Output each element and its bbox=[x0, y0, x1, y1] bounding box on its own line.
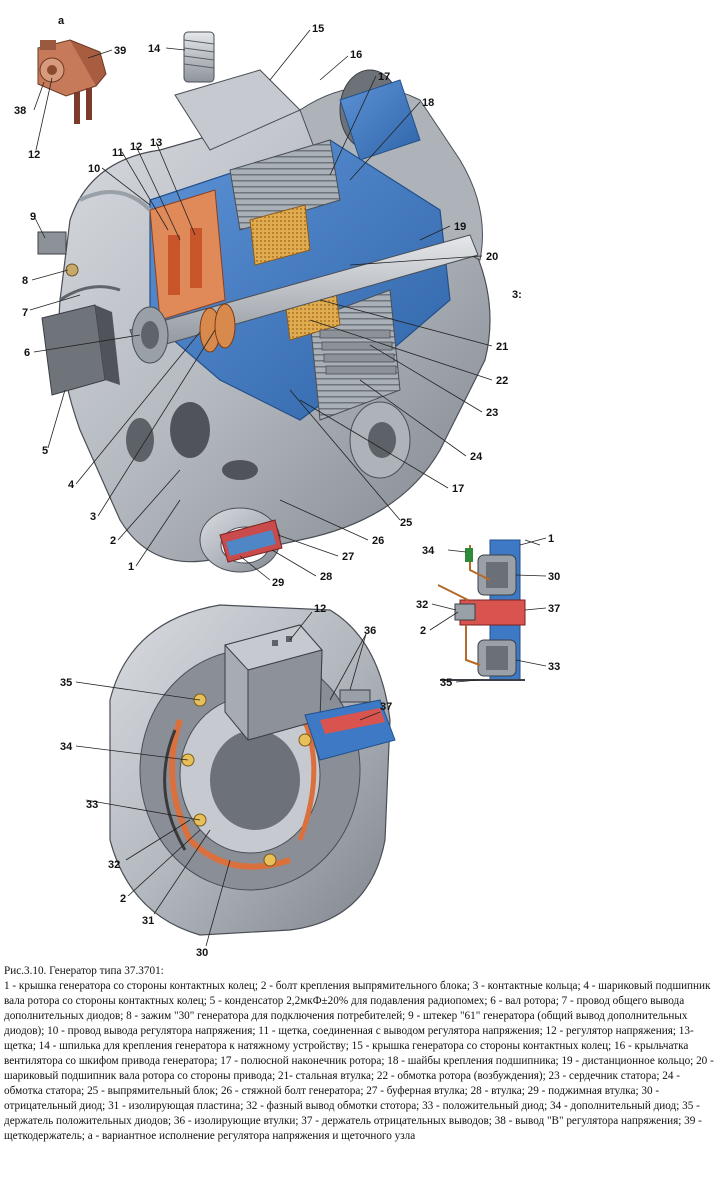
callout-11: 11 bbox=[112, 147, 124, 159]
callout-1-detail: 1 bbox=[548, 533, 554, 545]
callout-12-bottom: 12 bbox=[314, 603, 326, 615]
callout-17: 17 bbox=[378, 71, 390, 83]
callout-15: 15 bbox=[312, 23, 324, 35]
callout-2-bottom: 2 bbox=[120, 893, 126, 905]
callout-2: 2 bbox=[110, 535, 116, 547]
figure-caption: Рис.3.10. Генератор типа 37.3701: 1 - кр… bbox=[4, 964, 716, 1144]
callout-35-detail: 35 bbox=[440, 677, 452, 689]
callout-14: 14 bbox=[148, 43, 161, 55]
callout-32-detail: 32 bbox=[416, 599, 428, 611]
callout-26: 26 bbox=[372, 535, 384, 547]
callout-5: 5 bbox=[42, 445, 48, 457]
callout-9: 9 bbox=[30, 211, 36, 223]
rectifier-section-detail bbox=[437, 539, 541, 681]
callout-7: 7 bbox=[22, 307, 28, 319]
callout-24: 24 bbox=[470, 451, 483, 463]
callout-28: 28 bbox=[320, 571, 332, 583]
callout-25: 25 bbox=[400, 517, 412, 529]
callout-1: 1 bbox=[128, 561, 134, 573]
callout-3: 3 bbox=[90, 511, 96, 523]
callout-21: 21 bbox=[496, 341, 508, 353]
callout-22: 22 bbox=[496, 375, 508, 387]
callout-19: 19 bbox=[454, 221, 466, 233]
callout-32-bottom: 32 bbox=[108, 859, 120, 871]
callout-38-variant: 38 bbox=[14, 105, 26, 117]
callout-17-lower: 17 bbox=[452, 483, 464, 495]
callout-39-variant: 39 bbox=[114, 45, 126, 57]
callout-30-bottom: 30 bbox=[196, 947, 208, 959]
callout-10: 10 bbox=[88, 163, 100, 175]
callout-30-detail: 30 bbox=[548, 571, 560, 583]
callout-33-bottom: 33 bbox=[86, 799, 98, 811]
callout-33-detail: 33 bbox=[548, 661, 560, 673]
callout-2-detail: 2 bbox=[420, 625, 426, 637]
generator-diagram: а bbox=[14, 15, 560, 959]
callout-34-detail: 34 bbox=[422, 545, 435, 557]
callout-31: 31 bbox=[142, 915, 154, 927]
leader-lines bbox=[29, 29, 547, 947]
callout-12-main: 12 bbox=[130, 141, 142, 153]
callout-4: 4 bbox=[68, 479, 75, 491]
variant-label: а bbox=[58, 15, 65, 27]
callout-8: 8 bbox=[22, 275, 28, 287]
callout-36: 36 bbox=[364, 625, 376, 637]
callout-23: 23 bbox=[486, 407, 498, 419]
variant-brush-holder: а bbox=[37, 15, 107, 124]
caption-title: Рис.3.10. Генератор типа 37.3701: bbox=[4, 965, 164, 977]
callout-29: 29 bbox=[272, 577, 284, 589]
caption-legend: 1 - крышка генератора со стороны контакт… bbox=[4, 980, 714, 1142]
callout-12-variant: 12 bbox=[28, 149, 40, 161]
rear-cover-interior bbox=[109, 604, 396, 936]
callout-6: 6 bbox=[24, 347, 30, 359]
callout-labels: 39 38 12 14 15 16 17 18 10 11 12 13 9 8 … bbox=[14, 23, 560, 959]
callout-13: 13 bbox=[150, 137, 162, 149]
callout-35-bottom: 35 bbox=[60, 677, 72, 689]
callout-27: 27 bbox=[342, 551, 354, 563]
callout-34-bottom: 34 bbox=[60, 741, 73, 753]
callout-3-edge: 3: bbox=[512, 289, 522, 301]
callout-37-detail: 37 bbox=[548, 603, 560, 615]
callout-18: 18 bbox=[422, 97, 434, 109]
callout-16: 16 bbox=[350, 49, 362, 61]
generator-cutaway bbox=[37, 31, 491, 573]
callout-20: 20 bbox=[486, 251, 498, 263]
callout-37-bottom: 37 bbox=[380, 701, 392, 713]
